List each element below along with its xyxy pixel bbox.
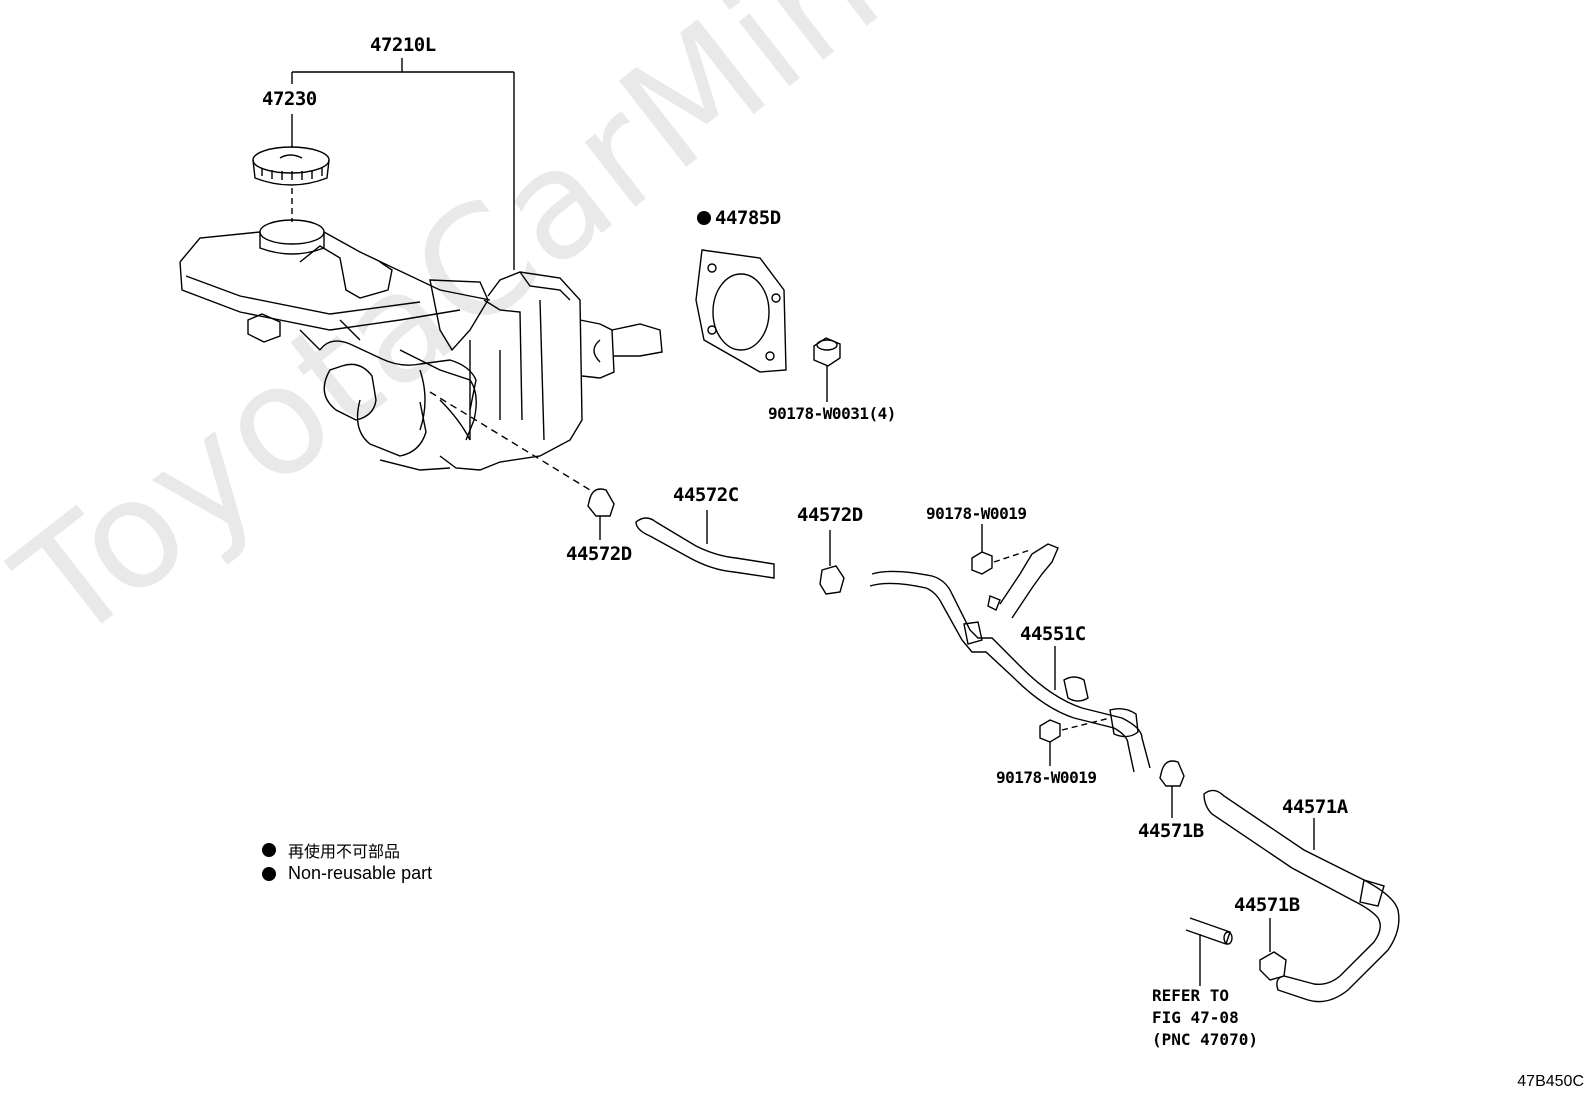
legend-dot-icon bbox=[262, 843, 276, 857]
hose-c-drawing bbox=[635, 510, 775, 579]
figure-id: 47B450C bbox=[1517, 1073, 1584, 1090]
legend-jp-row: 再使用不可部品 bbox=[262, 838, 400, 862]
label-nut-gasket: 90178-W0031(4) bbox=[768, 404, 896, 423]
non-reusable-dot bbox=[697, 211, 711, 225]
legend-dot-icon bbox=[262, 866, 276, 881]
nut-top-drawing bbox=[971, 524, 1031, 575]
label-nut-bottom: 90178-W0019 bbox=[996, 768, 1097, 787]
reservoir-cap-drawing bbox=[252, 146, 330, 186]
label-gasket: 44785D bbox=[715, 207, 781, 229]
refer-note: REFER TO FIG 47-08 (PNC 47070) bbox=[1152, 985, 1258, 1051]
label-clip-left: 44572D bbox=[566, 543, 632, 565]
refer-note-line2: FIG 47-08 bbox=[1152, 1008, 1239, 1027]
pipe-drawing bbox=[869, 543, 1151, 773]
master-cylinder-drawing bbox=[179, 219, 663, 471]
refer-note-line1: REFER TO bbox=[1152, 986, 1230, 1005]
label-clip-mid: 44572D bbox=[797, 504, 863, 526]
refer-pipe-drawing bbox=[1185, 917, 1233, 986]
label-clip-b2: 44571B bbox=[1234, 894, 1300, 916]
clip-b2-drawing bbox=[1259, 918, 1287, 981]
legend-en-row: Non-reusable part bbox=[262, 863, 432, 884]
clip-b1-drawing bbox=[1159, 760, 1185, 818]
clip-mid-drawing bbox=[819, 530, 845, 595]
refer-note-line3: (PNC 47070) bbox=[1152, 1030, 1258, 1049]
label-hose-c: 44572C bbox=[673, 484, 739, 506]
label-hose-a: 44571A bbox=[1282, 796, 1348, 818]
nut-gasket-drawing bbox=[813, 337, 841, 402]
legend-en: Non-reusable part bbox=[288, 863, 433, 883]
gasket-drawing bbox=[695, 249, 787, 373]
label-pipe: 44551C bbox=[1020, 623, 1086, 645]
legend-jp: 再使用不可部品 bbox=[288, 842, 401, 861]
label-nut-top: 90178-W0019 bbox=[926, 504, 1027, 523]
clip-left-drawing bbox=[587, 488, 615, 540]
assy-bracket-lines bbox=[291, 58, 515, 270]
nut-bottom-drawing bbox=[1039, 717, 1111, 766]
label-master-cylinder-assy: 47210L bbox=[370, 34, 436, 56]
label-reservoir-cap: 47230 bbox=[262, 88, 317, 110]
label-clip-b1: 44571B bbox=[1138, 820, 1204, 842]
hose-a-drawing bbox=[1203, 789, 1400, 1003]
